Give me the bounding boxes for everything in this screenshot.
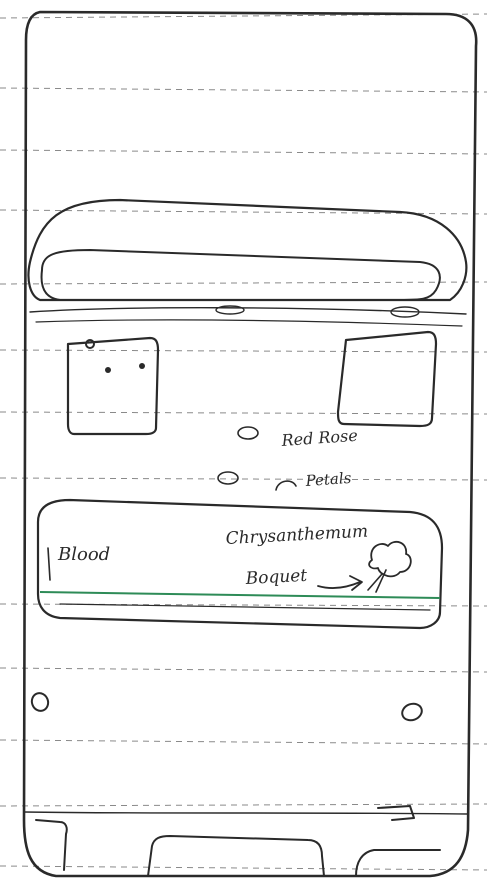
- flower-bouquet-icon: [368, 542, 411, 592]
- foot-middle: [148, 836, 324, 876]
- bouquet-label-2: Boquet: [244, 566, 308, 589]
- eye-dot-right: [139, 363, 145, 369]
- bottom-edge: [24, 812, 468, 814]
- foot-right: [356, 850, 440, 876]
- side-handle-right: [400, 701, 424, 723]
- pillow-crease: [30, 308, 466, 314]
- pillow-inner: [42, 250, 440, 300]
- right-hand-box: [338, 332, 436, 426]
- rose-petal-3: [276, 481, 296, 490]
- blood-label: Blood: [57, 544, 110, 565]
- pillow-crease-2: [36, 320, 462, 326]
- bouquet-label-1: Chrysanthemum: [225, 522, 368, 549]
- eye-dot-left: [105, 367, 111, 373]
- left-hand-box: [68, 338, 158, 434]
- notebook-lines: [0, 14, 487, 870]
- rose-petal-2: [218, 472, 238, 484]
- outer-coffin-outline: [24, 12, 476, 876]
- arrow-icon: [318, 576, 362, 590]
- lower-panel-green-line: [40, 592, 440, 598]
- pin-icon: [86, 340, 94, 348]
- rose-petals-label-1: Red Rose: [280, 426, 358, 450]
- foot-left: [36, 820, 67, 870]
- blood-mark: [48, 548, 50, 580]
- side-handle-left: [29, 691, 50, 713]
- rose-petal-1: [238, 427, 258, 439]
- rose-petals-label-2: Petals: [304, 469, 352, 490]
